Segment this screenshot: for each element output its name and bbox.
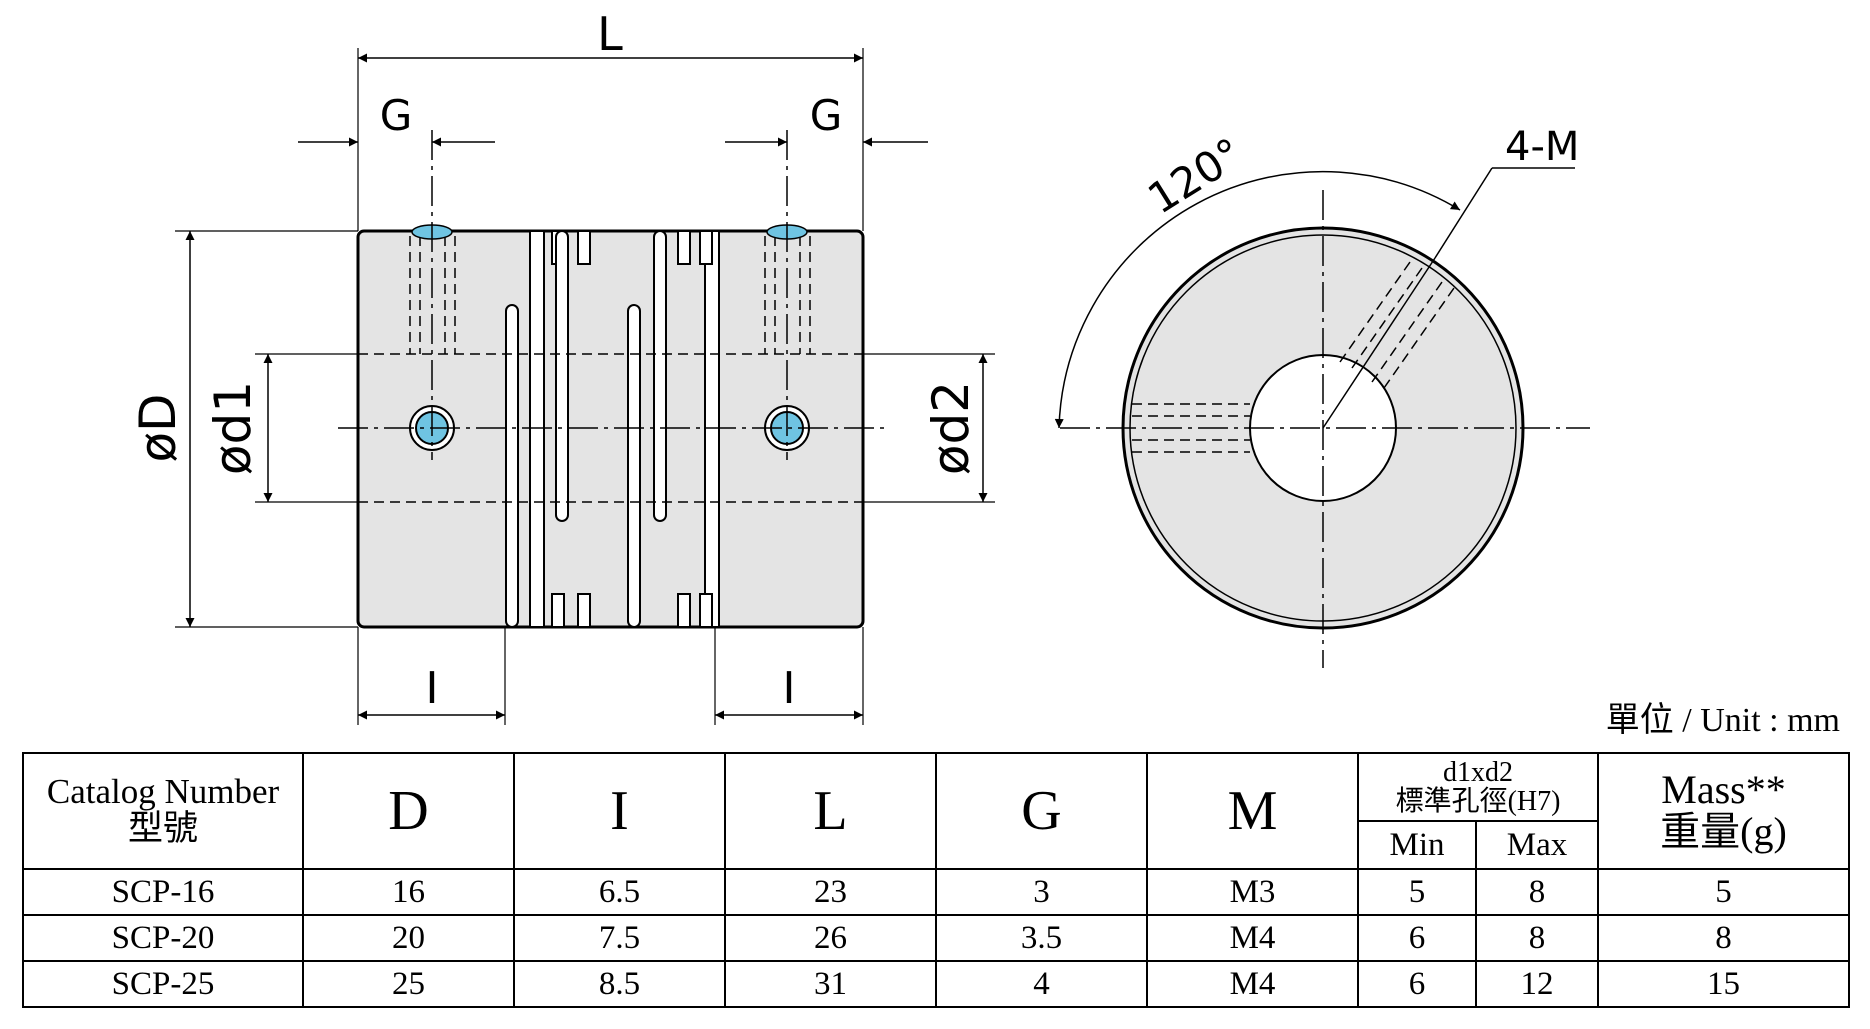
cell-i: 6.5 <box>513 868 726 916</box>
cell-l: 26 <box>724 914 937 962</box>
cell-g: 3 <box>935 868 1148 916</box>
header-bore: d1xd2 標準孔徑(H7) <box>1357 752 1599 822</box>
cell-d: 25 <box>302 960 515 1008</box>
dim-label-g-right: G <box>810 91 843 140</box>
dim-label-d2: ød2 <box>922 381 980 475</box>
header-bore-max: Max <box>1475 820 1599 870</box>
cell-catalog: SCP-25 <box>22 960 304 1008</box>
header-d: D <box>302 752 515 870</box>
header-mass-en: Mass** <box>1661 767 1786 812</box>
header-i: I <box>513 752 726 870</box>
cell-min: 6 <box>1357 914 1477 962</box>
cell-i: 8.5 <box>513 960 726 1008</box>
cell-i: 7.5 <box>513 914 726 962</box>
header-mass-zh: 重量(g) <box>1660 809 1787 854</box>
table-row: SCP-20 20 7.5 26 3.5 M4 6 8 8 <box>22 914 1850 962</box>
dim-label-i-left: I <box>426 663 439 714</box>
header-catalog: Catalog Number 型號 <box>22 752 304 870</box>
coupling-body <box>356 229 865 629</box>
header-g: G <box>935 752 1148 870</box>
header-bore-line2: 標準孔徑(H7) <box>1395 786 1561 817</box>
cell-min: 6 <box>1357 960 1477 1008</box>
unit-note: 單位 / Unit : mm <box>1605 702 1840 739</box>
header-bore-min: Min <box>1357 820 1477 870</box>
cell-l: 31 <box>724 960 937 1008</box>
cell-d: 16 <box>302 868 515 916</box>
cell-m: M3 <box>1146 868 1359 916</box>
dim-label-L: L <box>597 7 623 61</box>
cell-mass: 8 <box>1597 914 1850 962</box>
cell-min: 5 <box>1357 868 1477 916</box>
coupling-front-view: 120° 4-M <box>1054 124 1590 668</box>
dim-label-i-right: I <box>783 663 796 714</box>
cell-mass: 5 <box>1597 868 1850 916</box>
dim-label-g-left: G <box>380 91 413 140</box>
cell-g: 3.5 <box>935 914 1148 962</box>
cell-max: 12 <box>1475 960 1599 1008</box>
header-catalog-zh: 型號 <box>127 809 198 848</box>
spec-table: Catalog Number 型號 D I L G M d1xd2 標準孔徑(H… <box>22 752 1850 1008</box>
cell-catalog: SCP-20 <box>22 914 304 962</box>
cell-max: 8 <box>1475 914 1599 962</box>
header-m: M <box>1146 752 1359 870</box>
header-l: L <box>724 752 937 870</box>
cell-g: 4 <box>935 960 1148 1008</box>
header-bore-line1: d1xd2 <box>1443 756 1513 788</box>
dim-label-d1: ød1 <box>204 381 262 475</box>
dim-label-d: øD <box>129 393 187 462</box>
dim-label-screw: 4-M <box>1505 124 1579 170</box>
dim-label-angle: 120° <box>1139 128 1251 223</box>
table-row: SCP-16 16 6.5 23 3 M3 5 8 5 <box>22 868 1850 916</box>
cell-m: M4 <box>1146 914 1359 962</box>
header-catalog-en: Catalog Number <box>46 772 280 812</box>
cell-l: 23 <box>724 868 937 916</box>
cell-d: 20 <box>302 914 515 962</box>
cell-m: M4 <box>1146 960 1359 1008</box>
cell-catalog: SCP-16 <box>22 868 304 916</box>
cell-mass: 15 <box>1597 960 1850 1008</box>
header-mass: Mass** 重量(g) <box>1597 752 1850 870</box>
coupling-side-view: L G G I I øD ød1 ød2 <box>129 7 995 725</box>
table-row: SCP-25 25 8.5 31 4 M4 6 12 15 <box>22 960 1850 1008</box>
cell-max: 8 <box>1475 868 1599 916</box>
